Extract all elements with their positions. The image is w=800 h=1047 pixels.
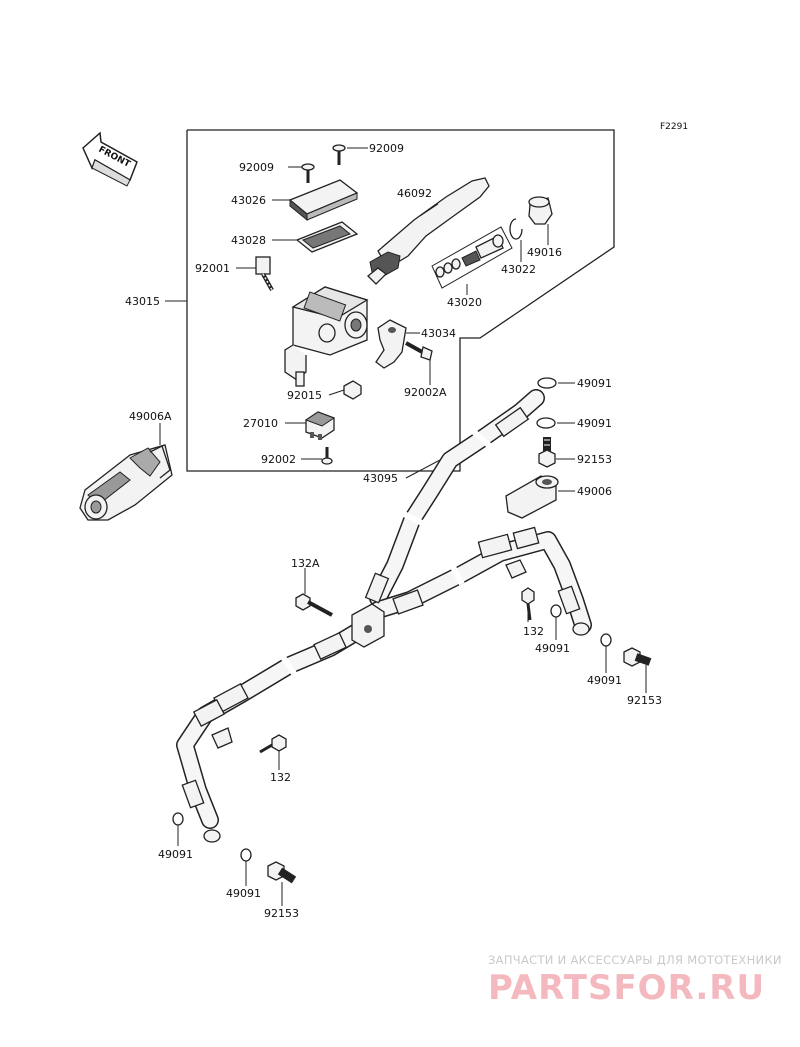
nut-92015 bbox=[343, 380, 362, 400]
piston-kit bbox=[431, 226, 513, 289]
label-92009: 92009 bbox=[369, 142, 404, 155]
label-92001: 92001 bbox=[195, 262, 230, 275]
label-92002A: 92002A bbox=[404, 386, 447, 399]
label-49016: 49016 bbox=[527, 246, 562, 259]
label-49091: 49091 bbox=[158, 848, 193, 861]
label-49091: 49091 bbox=[587, 674, 622, 687]
label-49091: 49091 bbox=[577, 417, 612, 430]
banjo-bolt-right bbox=[623, 647, 652, 667]
label-92002: 92002 bbox=[261, 453, 296, 466]
washer-49091-b bbox=[536, 417, 556, 429]
label-49006A: 49006A bbox=[129, 410, 172, 423]
washer-right-2 bbox=[600, 633, 612, 647]
label-49091: 49091 bbox=[535, 642, 570, 655]
master-cylinder-body bbox=[284, 286, 369, 387]
bolt-132A bbox=[295, 593, 333, 617]
washer-left-1 bbox=[172, 812, 184, 826]
label-132: 132 bbox=[523, 625, 544, 638]
figure-code: F2291 bbox=[660, 122, 688, 132]
label-43022: 43022 bbox=[501, 263, 536, 276]
circlip-43022 bbox=[509, 218, 523, 240]
watermark-logo: PARTSFOR.RU bbox=[488, 968, 765, 1008]
brake-hoses bbox=[176, 389, 592, 843]
clamp-43034 bbox=[375, 319, 407, 369]
screw-92002 bbox=[321, 447, 333, 465]
reservoir-cap bbox=[288, 179, 359, 222]
label-43015: 43015 bbox=[125, 295, 160, 308]
washer-49091-a bbox=[537, 377, 557, 389]
label-46092: 46092 bbox=[397, 187, 432, 200]
brake-switch bbox=[304, 411, 336, 440]
watermark-tagline: ЗАПЧАСТИ И АКСЕССУАРЫ ДЛЯ МОТОТЕХНИКИ bbox=[488, 953, 782, 967]
screw-92009-right bbox=[332, 144, 346, 165]
label-43095: 43095 bbox=[363, 472, 398, 485]
bolt-92001 bbox=[255, 256, 274, 291]
label-49091: 49091 bbox=[577, 377, 612, 390]
label-49091: 49091 bbox=[226, 887, 261, 900]
reservoir-49006A bbox=[79, 444, 173, 521]
label-49006: 49006 bbox=[577, 485, 612, 498]
label-92009: 92009 bbox=[239, 161, 274, 174]
screw-92009-left bbox=[301, 163, 315, 183]
label-132: 132 bbox=[270, 771, 291, 784]
washer-right-1 bbox=[550, 604, 562, 618]
label-27010: 27010 bbox=[243, 417, 278, 430]
label-92153: 92153 bbox=[627, 694, 662, 707]
label-92015: 92015 bbox=[287, 389, 322, 402]
label-132A: 132A bbox=[291, 557, 320, 570]
assembly-boundary bbox=[186, 129, 615, 472]
banjo-bolt-top bbox=[538, 437, 556, 468]
boot-49016 bbox=[528, 196, 553, 225]
bolt-132-left bbox=[259, 734, 287, 754]
leader-lines bbox=[159, 147, 647, 906]
part-labels: 92009 92009 43026 46092 43028 92001 4901… bbox=[125, 142, 662, 920]
bolt-92002A bbox=[405, 341, 433, 361]
washer-left-2 bbox=[240, 848, 252, 862]
brake-lever bbox=[367, 177, 490, 285]
label-43020: 43020 bbox=[447, 296, 482, 309]
label-92153: 92153 bbox=[264, 907, 299, 920]
diaphragm bbox=[295, 221, 359, 253]
banjo-bolt-left bbox=[267, 861, 297, 884]
label-43028: 43028 bbox=[231, 234, 266, 247]
label-92153: 92153 bbox=[577, 453, 612, 466]
label-43034: 43034 bbox=[421, 327, 456, 340]
label-43026: 43026 bbox=[231, 194, 266, 207]
front-arrow: FRONT bbox=[82, 131, 138, 187]
joint-49006 bbox=[505, 475, 559, 519]
